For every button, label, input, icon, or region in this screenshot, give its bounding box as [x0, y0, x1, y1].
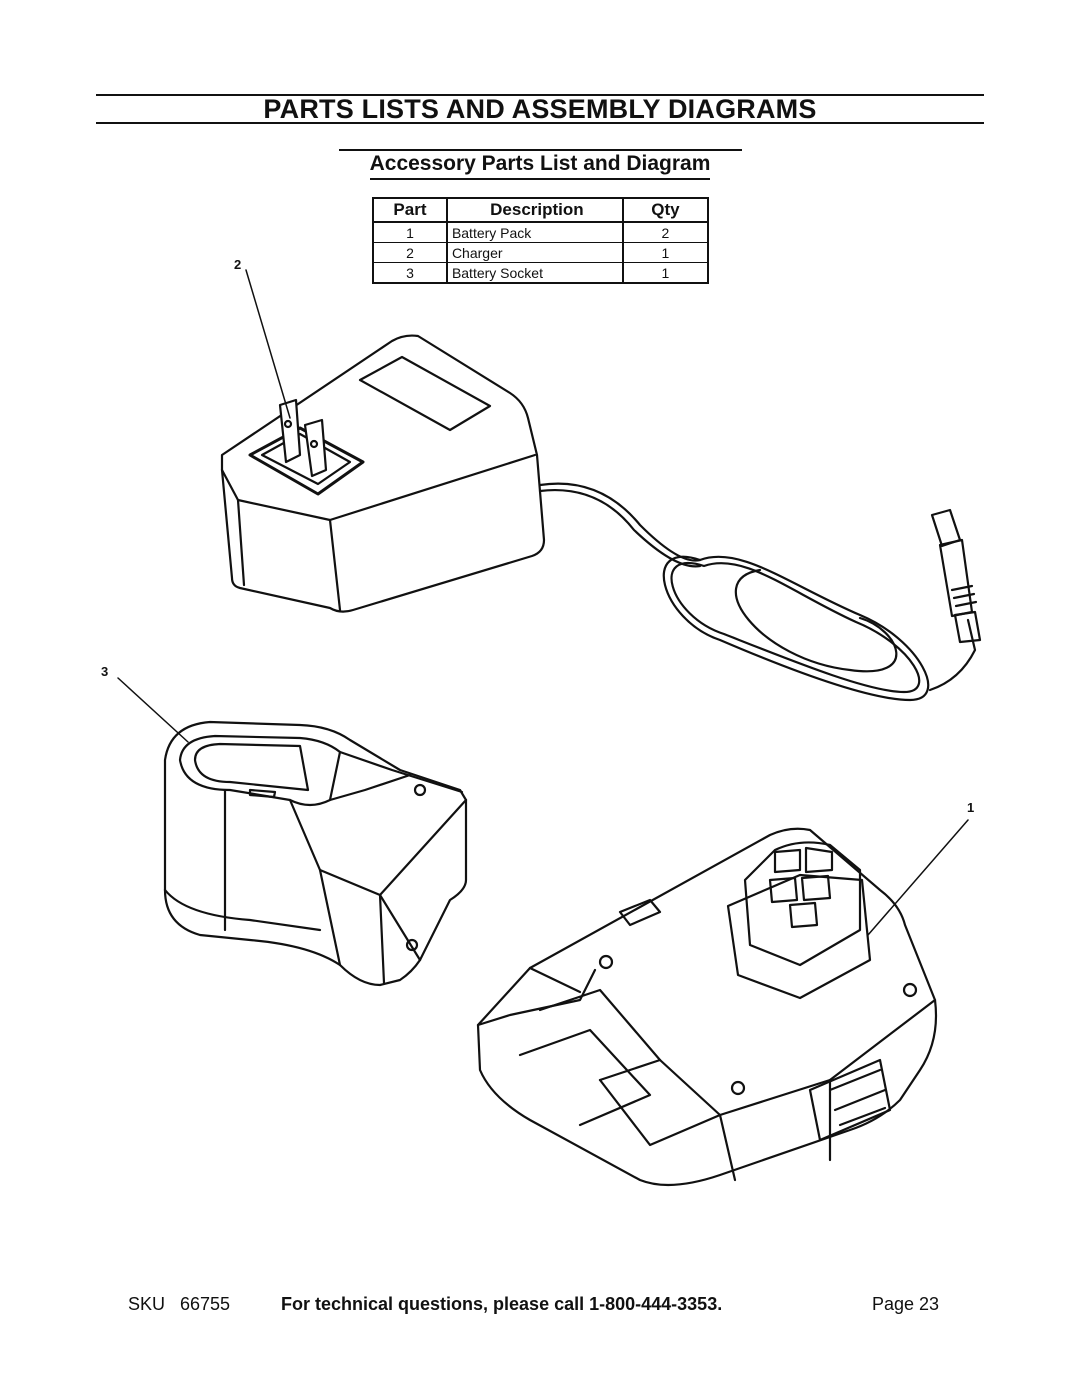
- section-title-text: Accessory Parts List and Diagram: [369, 152, 711, 180]
- callout-1: 1: [967, 800, 975, 815]
- cell-qty: 1: [621, 262, 710, 284]
- battery-socket-drawing: [117, 677, 468, 987]
- cell-description: Charger: [445, 242, 624, 263]
- sku-number: 66755: [180, 1294, 231, 1314]
- page-title: PARTS LISTS AND ASSEMBLY DIAGRAMS: [263, 94, 817, 124]
- cell-part: 3: [372, 262, 448, 284]
- charger-drawing: [220, 269, 982, 702]
- callout-2: 2: [234, 257, 242, 272]
- sku-label: SKU: [128, 1294, 166, 1314]
- support-text: For technical questions, please call 1-8…: [281, 1294, 723, 1314]
- top-rule: [96, 94, 984, 96]
- cell-part: 2: [372, 242, 448, 263]
- table-row: 3 Battery Socket 1: [372, 262, 710, 284]
- parts-table: Part Description Qty 1 Battery Pack 2 2 …: [372, 197, 710, 284]
- column-header-description: Description: [445, 197, 624, 223]
- table-header-row: Part Description Qty: [372, 197, 710, 223]
- column-header-part: Part: [372, 197, 448, 223]
- page-number: Page 23: [872, 1294, 940, 1314]
- cell-description: Battery Socket: [445, 262, 624, 284]
- table-row: 1 Battery Pack 2: [372, 221, 710, 243]
- table-row: 2 Charger 1: [372, 242, 710, 263]
- title-underline: [96, 122, 984, 124]
- cell-description: Battery Pack: [445, 221, 624, 243]
- column-header-qty: Qty: [621, 197, 710, 223]
- section-title: Accessory Parts List and Diagram: [0, 149, 1080, 180]
- callout-3: 3: [101, 664, 109, 679]
- cell-qty: 1: [621, 242, 710, 263]
- battery-pack-drawing: [476, 819, 969, 1187]
